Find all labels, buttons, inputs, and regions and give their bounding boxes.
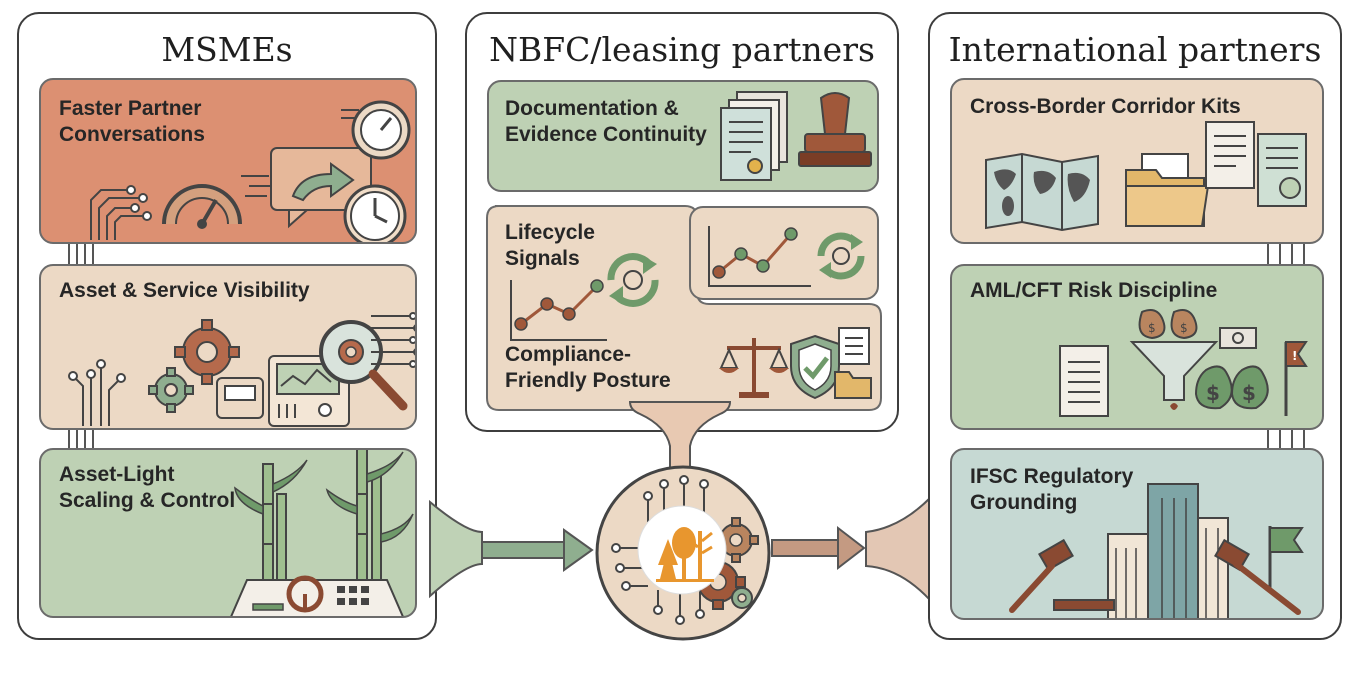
msmes-title: MSMEs xyxy=(161,30,293,69)
card-title: AML/CFT Risk Discipline xyxy=(970,279,1218,302)
folder-icon xyxy=(1125,153,1210,227)
card-title: IFSC Regulatory Grounding xyxy=(970,465,1134,514)
stamp-icon xyxy=(798,92,872,167)
gavel-icon xyxy=(1009,538,1115,613)
card-faster-partner-conversations: Faster Partner Conversations xyxy=(39,78,417,244)
card-title: Documentation & Evidence Continuity xyxy=(505,97,707,146)
circuit-icon xyxy=(68,359,126,426)
card-asset-light-scaling: Asset-Light Scaling & Control xyxy=(39,448,417,618)
circuit-icon xyxy=(90,185,152,240)
scales-icon xyxy=(719,338,789,398)
gears-icon xyxy=(148,319,240,413)
svg-text:$: $ xyxy=(1242,381,1256,405)
line-chart-icon xyxy=(510,279,607,341)
card-ifsc-regulatory: IFSC Regulatory Grounding xyxy=(950,448,1324,620)
card-asset-service-visibility: Asset & Service Visibility xyxy=(39,264,417,430)
card-aml-cft: AML/CFT Risk Discipline $ $ $ $ xyxy=(950,264,1324,430)
world-map-icon xyxy=(985,152,1099,232)
documents-icon xyxy=(720,91,788,181)
control-panel-icon xyxy=(230,575,404,616)
card-lifecycle-chart xyxy=(689,206,879,300)
svg-text:$: $ xyxy=(1180,321,1188,335)
tree-logo-icon xyxy=(656,527,714,582)
building-icon xyxy=(1107,483,1229,618)
svg-text:!: ! xyxy=(1292,349,1297,363)
card-title: Asset-Light Scaling & Control xyxy=(59,463,236,512)
card-documentation-evidence: Documentation & Evidence Continuity xyxy=(487,80,879,192)
gauge-icon xyxy=(341,100,411,160)
magnifier-icon xyxy=(319,320,408,411)
circuit-icon xyxy=(371,312,415,368)
nbfc-column: NBFC/leasing partners Documentation & Ev… xyxy=(465,12,899,432)
flag-icon xyxy=(1268,526,1304,590)
card-title: Faster Partner Conversations xyxy=(59,97,205,146)
svg-text:$: $ xyxy=(1206,381,1220,405)
funnel-icon: $ $ xyxy=(1129,309,1219,410)
card-title-compliance: Compliance- Friendly Posture xyxy=(505,343,671,392)
speedometer-icon xyxy=(162,184,242,229)
shield-check-icon xyxy=(790,334,840,400)
documents-icon xyxy=(1205,121,1307,207)
clock-icon xyxy=(343,184,407,242)
msmes-column: MSMEs Faster Partner Conversations xyxy=(17,12,437,640)
hub-to-international-arrow xyxy=(771,495,931,603)
svg-text:$: $ xyxy=(1148,321,1156,335)
cycle-icon xyxy=(817,232,865,280)
card-title: Asset & Service Visibility xyxy=(59,279,310,302)
documents-icon xyxy=(834,327,872,399)
chat-arrow-icon xyxy=(241,147,372,229)
nbfc-title: NBFC/leasing partners xyxy=(489,30,875,69)
gavel-icon xyxy=(1214,538,1301,615)
card-cross-border-kits: Cross-Border Corridor Kits xyxy=(950,78,1324,244)
circuit-lines xyxy=(68,244,94,450)
line-chart-icon xyxy=(708,226,811,287)
card-title-lifecycle: Lifecycle Signals xyxy=(505,221,595,270)
hub-circuit-icon xyxy=(595,465,771,641)
cycle-icon xyxy=(607,253,659,307)
card-title: Cross-Border Corridor Kits xyxy=(970,95,1241,118)
international-title: International partners xyxy=(948,30,1322,69)
international-column: International partners Cross-Border Corr… xyxy=(928,12,1342,640)
msme-to-hub-arrow xyxy=(429,499,594,599)
money-icon: $ $ ! xyxy=(1194,327,1308,416)
document-scroll-icon xyxy=(1059,345,1109,417)
